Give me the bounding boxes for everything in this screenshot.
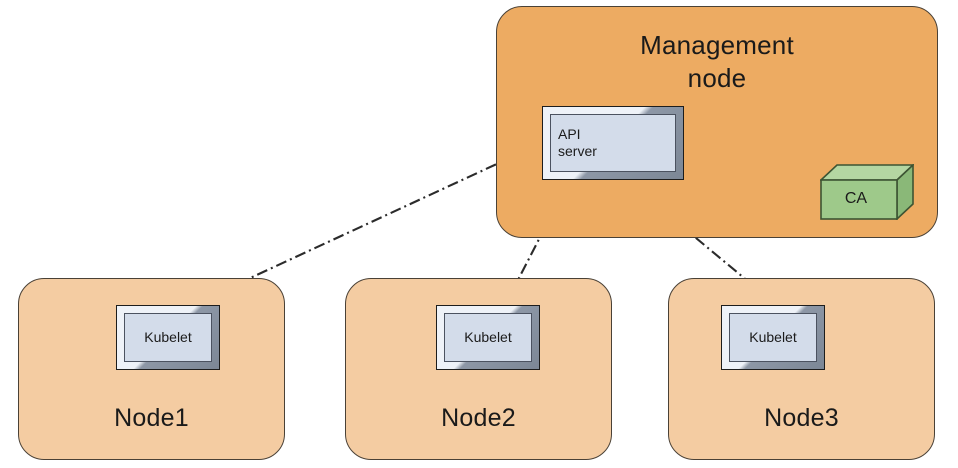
kubelet-inner-2: Kubelet (444, 313, 532, 362)
kubelet-label-1: Kubelet (144, 329, 192, 345)
ca-label: CA (844, 190, 868, 207)
kubelet-box-2[interactable]: Kubelet (436, 305, 540, 370)
api-server-label: API server (558, 126, 597, 159)
kubelet-label-2: Kubelet (464, 329, 512, 345)
kubelet-inner-1: Kubelet (124, 313, 212, 362)
kubelet-box-3[interactable]: Kubelet (721, 305, 825, 370)
api-server-inner: API server (550, 114, 676, 172)
kubelet-box-1[interactable]: Kubelet (116, 305, 220, 370)
ca-cuboid[interactable]: CA (820, 164, 914, 220)
worker-node-title-1: Node1 (114, 404, 189, 432)
management-node-title: Management node (640, 30, 794, 93)
worker-node-title-3: Node3 (764, 404, 839, 432)
ca-cuboid-shape (820, 164, 914, 220)
worker-node-title-2: Node2 (441, 404, 516, 432)
kubelet-inner-3: Kubelet (729, 313, 817, 362)
kubelet-label-3: Kubelet (749, 329, 797, 345)
api-server-box[interactable]: API server (542, 106, 684, 180)
